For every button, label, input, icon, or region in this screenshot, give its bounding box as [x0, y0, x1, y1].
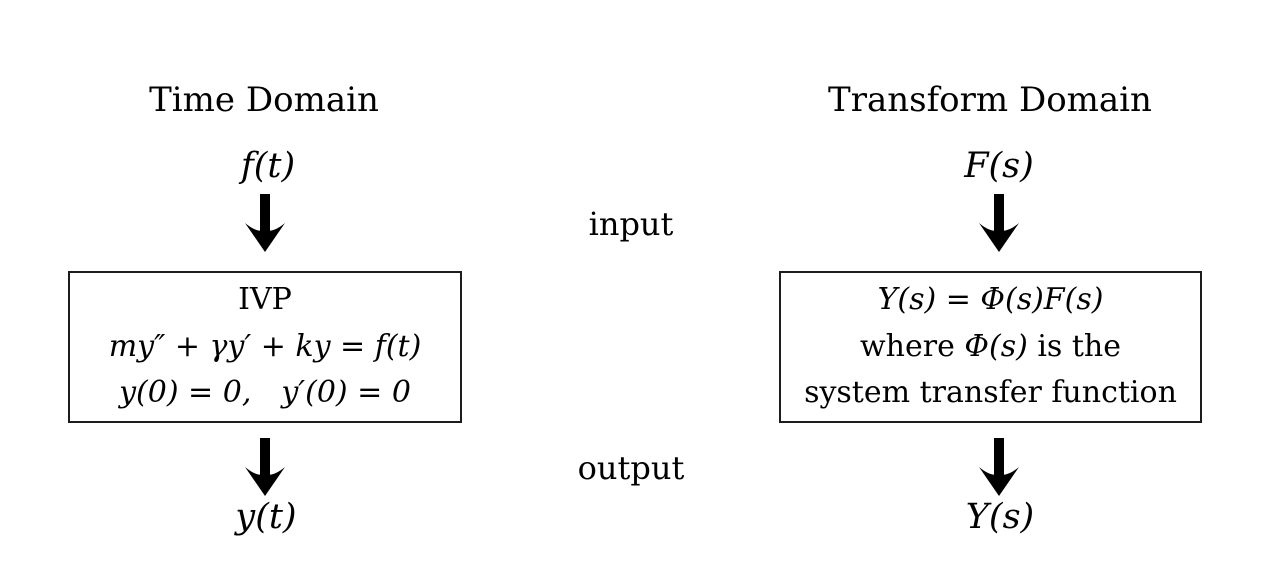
- transfer-function-box: Y(s) = Φ(s)F(s) where Φ(s) is the system…: [779, 271, 1202, 423]
- transform-domain-title: Transform Domain: [828, 80, 1152, 120]
- transfer-function-label: system transfer function: [804, 375, 1177, 411]
- is-the-text: is the: [1027, 328, 1121, 364]
- ivp-box-title: IVP: [238, 281, 292, 317]
- transform-input-expression: F(s): [964, 146, 1034, 186]
- time-output-down-arrow-icon: [245, 438, 285, 496]
- ivp-box: IVP my″ + γy′ + ky = f(t) y(0) = 0, y′(0…: [68, 271, 462, 423]
- input-label: input: [588, 205, 674, 243]
- phi-expression: Φ(s): [964, 328, 1028, 364]
- where-text: where: [860, 328, 965, 364]
- time-input-down-arrow-icon: [245, 194, 285, 252]
- transfer-equation: Y(s) = Φ(s)F(s): [877, 281, 1104, 317]
- time-domain-title: Time Domain: [149, 80, 379, 120]
- transform-output-down-arrow-icon: [979, 438, 1019, 496]
- transform-input-down-arrow-icon: [979, 194, 1019, 252]
- time-output-expression: y(t): [235, 497, 297, 537]
- time-input-expression: f(t): [240, 146, 296, 186]
- output-label: output: [577, 449, 685, 487]
- ivp-equation: my″ + γy′ + ky = f(t): [108, 328, 422, 364]
- transform-output-expression: Y(s): [965, 497, 1035, 537]
- transfer-where-line: where Φ(s) is the: [860, 324, 1121, 371]
- ivp-initial-conditions: y(0) = 0, y′(0) = 0: [119, 375, 411, 411]
